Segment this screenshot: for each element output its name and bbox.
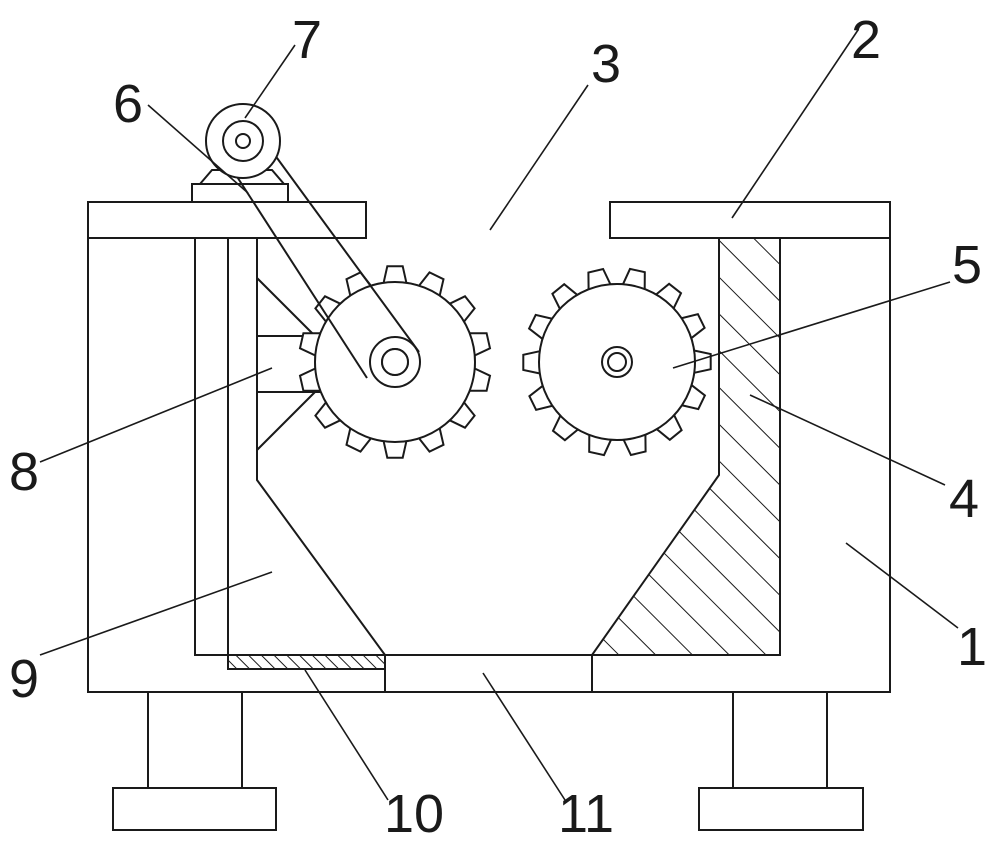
label-9: 9: [9, 649, 39, 709]
right-foot: [698, 691, 864, 831]
right-liner-hatched: [590, 237, 781, 656]
label-11: 11: [558, 784, 614, 841]
label-6: 6: [113, 74, 143, 134]
label-7: 7: [292, 10, 322, 70]
top-plate-left: [87, 201, 367, 239]
left-guide-plate: [256, 238, 386, 656]
top-plate-right: [609, 201, 891, 239]
housing-body: [87, 238, 891, 693]
label-3: 3: [591, 34, 621, 94]
label-8: 8: [9, 442, 39, 502]
leader-lines: [39, 29, 959, 801]
screen-strip-hatched: [227, 654, 386, 670]
right-crushing-roller: [522, 267, 712, 457]
motor-pulley: [205, 103, 281, 179]
label-2: 2: [851, 10, 881, 70]
discharge-outlet: [384, 655, 593, 692]
label-4: 4: [949, 469, 979, 529]
left-foot: [112, 691, 277, 831]
label-10: 10: [384, 784, 444, 841]
label-1: 1: [957, 617, 987, 677]
label-5: 5: [952, 235, 982, 295]
